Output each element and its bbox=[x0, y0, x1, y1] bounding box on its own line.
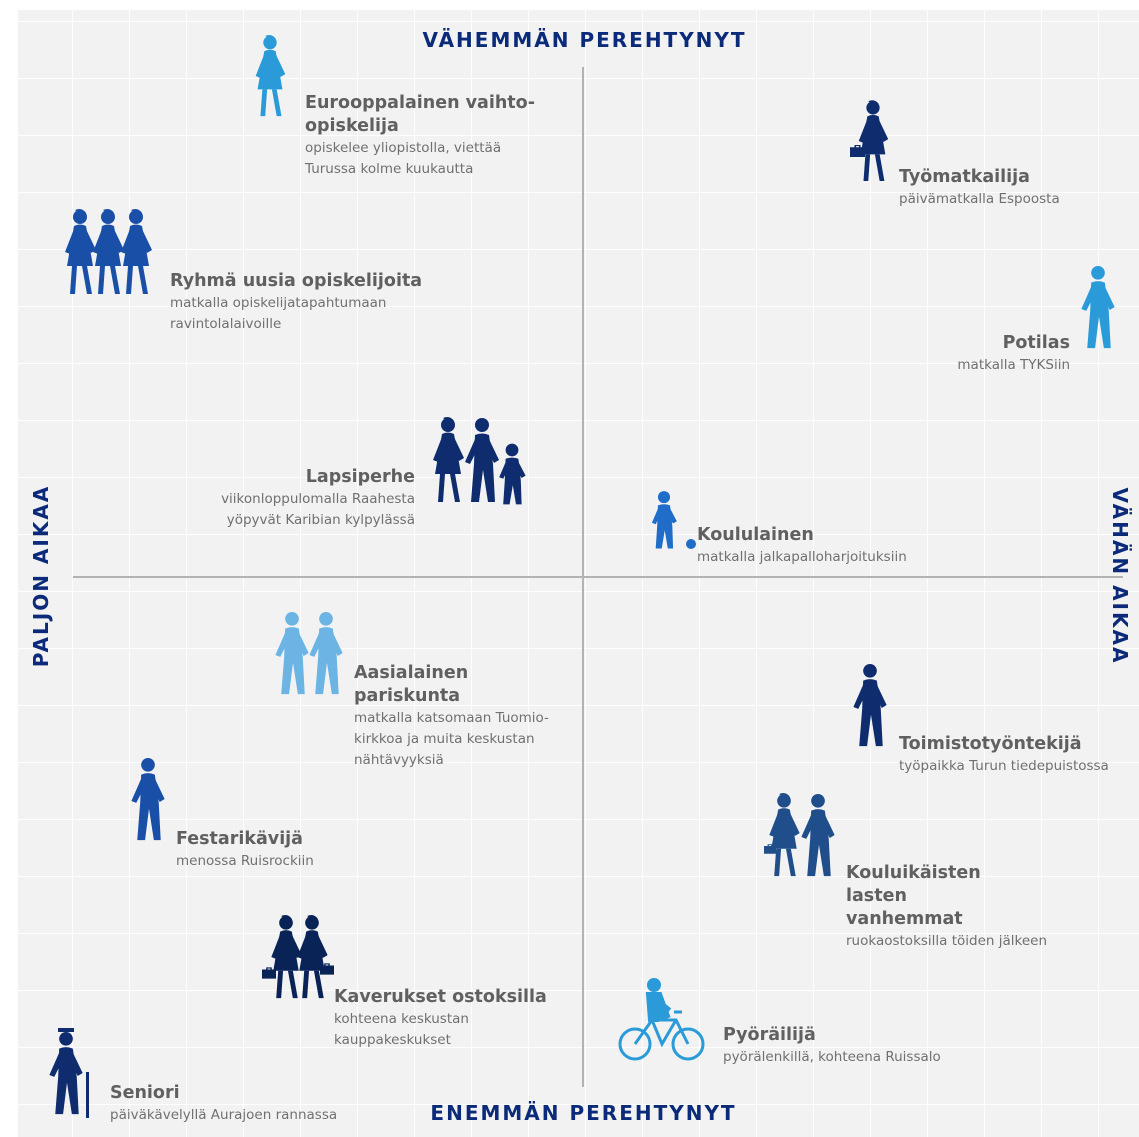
persona-title: Aasialainen pariskunta bbox=[354, 663, 469, 706]
two-women-shopping-icon bbox=[262, 914, 338, 1002]
axis-left-label: PALJON AIKAA bbox=[29, 484, 53, 668]
persona-subtitle: menossa Ruisrockiin bbox=[176, 853, 314, 869]
persona-subtitle: kohteena keskustan kauppakeskukset bbox=[334, 1011, 469, 1048]
persona-cyclist: Pyöräilijä pyörälenkillä, kohteena Ruiss… bbox=[723, 1024, 983, 1068]
persona-title: Kaverukset ostoksilla bbox=[334, 987, 547, 1007]
persona-exchange-student: Eurooppalainen vaihto-opiskelija opiskel… bbox=[305, 92, 545, 180]
group-walking-icon bbox=[60, 208, 164, 298]
persona-family: Lapsiperhe viikonloppulomalla Raahesta y… bbox=[150, 466, 415, 531]
persona-subtitle: työpaikka Turun tiedepuistossa bbox=[899, 758, 1109, 774]
axis-right-label: VÄHÄN AIKAA bbox=[1108, 487, 1132, 665]
persona-subtitle: opiskelee yliopistolla, viettää Turussa … bbox=[305, 140, 502, 177]
couple-shopping-icon bbox=[764, 792, 848, 880]
persona-shopping-friends: Kaverukset ostoksilla kohteena keskustan… bbox=[334, 986, 554, 1051]
axis-bottom-label: ENEMMÄN PEREHTYNYT bbox=[430, 1101, 737, 1125]
woman-walking-icon bbox=[250, 34, 290, 120]
persona-title: Seniori bbox=[110, 1083, 180, 1103]
persona-subtitle: pyörälenkillä, kohteena Ruissalo bbox=[723, 1049, 941, 1065]
persona-parents: Kouluikäisten lasten vanhemmat ruokaosto… bbox=[846, 862, 1076, 952]
persona-asian-couple: Aasialainen pariskunta matkalla katsomaa… bbox=[354, 662, 574, 771]
persona-subtitle: viikonloppulomalla Raahesta yöpyvät Kari… bbox=[221, 491, 415, 528]
persona-title: Kouluikäisten lasten vanhemmat bbox=[846, 863, 981, 929]
persona-business-traveler: Työmatkailija päivämatkalla Espoosta bbox=[899, 166, 1099, 210]
persona-title: Toimistotyöntekijä bbox=[899, 734, 1082, 754]
persona-subtitle: päivämatkalla Espoosta bbox=[899, 191, 1060, 207]
persona-office-worker: Toimistotyöntekijä työpaikka Turun tiede… bbox=[899, 733, 1134, 777]
persona-title: Koululainen bbox=[697, 525, 814, 545]
persona-title: Lapsiperhe bbox=[305, 467, 415, 487]
persona-subtitle: matkalla jalkapalloharjoituksiin bbox=[697, 549, 907, 565]
man-walking-icon bbox=[1078, 264, 1118, 352]
woman-briefcase-icon bbox=[850, 98, 892, 186]
man-walking-icon bbox=[850, 662, 890, 750]
senior-cane-icon bbox=[46, 1028, 96, 1118]
man-walking-icon bbox=[128, 756, 168, 844]
persona-schoolchild: Koululainen matkalla jalkapalloharjoituk… bbox=[697, 524, 937, 568]
persona-student-group: Ryhmä uusia opiskelijoita matkalla opisk… bbox=[170, 270, 440, 335]
persona-title: Ryhmä uusia opiskelijoita bbox=[170, 271, 423, 291]
persona-title: Potilas bbox=[1002, 333, 1070, 353]
cyclist-icon bbox=[618, 976, 706, 1064]
grid-background bbox=[18, 10, 1139, 1137]
persona-title: Eurooppalainen vaihto-opiskelija bbox=[305, 93, 535, 136]
horizontal-axis-line bbox=[73, 576, 1123, 578]
family-icon bbox=[428, 416, 532, 506]
persona-senior: Seniori päiväkävelyllä Aurajoen rannassa bbox=[110, 1082, 370, 1126]
persona-subtitle: matkalla katsomaan Tuomio-kirkkoa ja mui… bbox=[354, 710, 549, 768]
persona-title: Työmatkailija bbox=[899, 167, 1030, 187]
axis-top-label: VÄHEMMÄN PEREHTYNYT bbox=[422, 28, 747, 52]
persona-subtitle: päiväkävelyllä Aurajoen rannassa bbox=[110, 1107, 338, 1123]
child-football-icon bbox=[646, 488, 698, 550]
persona-patient: Potilas matkalla TYKSiin bbox=[900, 332, 1070, 376]
persona-subtitle: matkalla opiskelijatapahtumaan ravintola… bbox=[170, 295, 387, 332]
persona-subtitle: ruokaostoksilla töiden jälkeen bbox=[846, 933, 1048, 949]
persona-title: Festarikävijä bbox=[176, 829, 303, 849]
couple-walking-icon bbox=[272, 610, 356, 698]
persona-title: Pyöräilijä bbox=[723, 1025, 816, 1045]
persona-festival-goer: Festarikävijä menossa Ruisrockiin bbox=[176, 828, 376, 872]
persona-subtitle: matkalla TYKSiin bbox=[957, 357, 1070, 373]
